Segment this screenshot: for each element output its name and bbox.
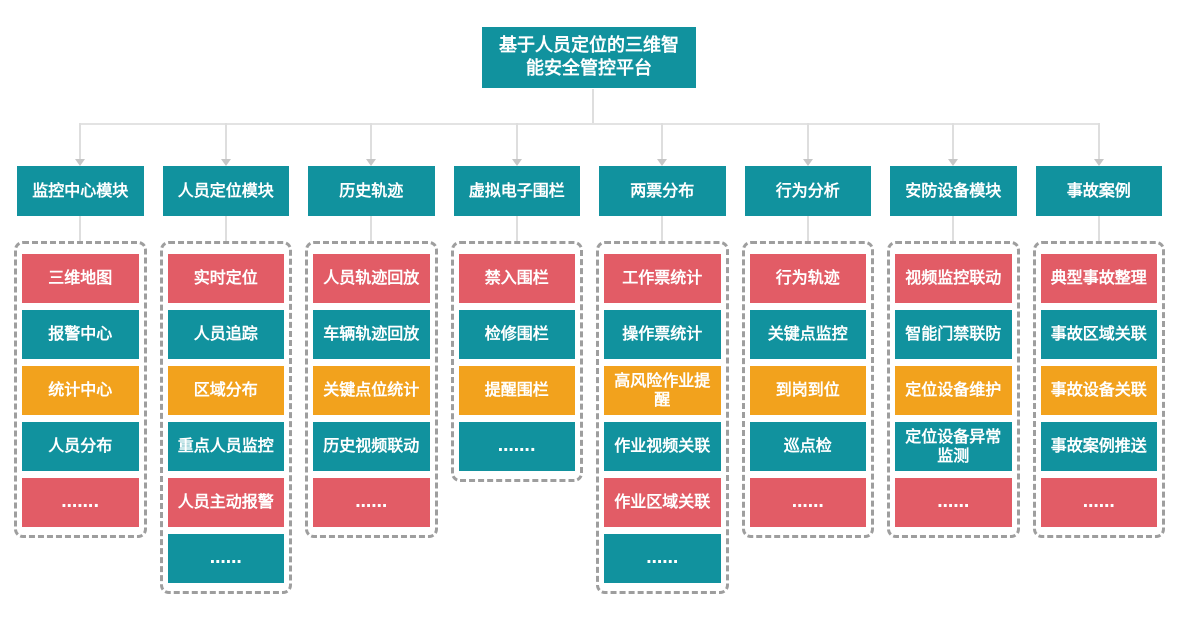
arrowhead-icon: [802, 159, 813, 166]
feature-item: 人员追踪: [167, 310, 284, 359]
header-link-connector: [370, 216, 373, 241]
down-arrow-connector: [1093, 123, 1104, 166]
module-column: 两票分布 工作票统计操作票统计高风险作业提醒作业视频关联作业区域关联 ……: [596, 123, 729, 594]
module-items-container: 行为轨迹关键点监控到岗到位巡点检 ……: [741, 241, 874, 538]
module-items-container: 人员轨迹回放车辆轨迹回放关键点位统计历史视频联动 ……: [305, 241, 438, 538]
module-items-container: 禁入围栏检修围栏提醒围栏 …….: [450, 241, 583, 482]
arrowhead-icon: [366, 159, 377, 166]
module-items-container: 工作票统计操作票统计高风险作业提醒作业视频关联作业区域关联 ……: [596, 241, 729, 594]
module-column: 人员定位模块 实时定位人员追踪区域分布重点人员监控人员主动报警 ……: [159, 123, 292, 594]
module-column: 行为分析 行为轨迹关键点监控到岗到位巡点检 ……: [741, 123, 874, 538]
feature-item: 作业视频关联: [604, 422, 721, 471]
down-arrow-connector: [366, 123, 377, 166]
arrowhead-icon: [511, 159, 522, 166]
feature-item: 实时定位: [167, 254, 284, 303]
down-arrow-connector: [657, 123, 668, 166]
header-link-connector: [952, 216, 955, 241]
feature-item: ……: [749, 478, 866, 527]
down-arrow-connector: [511, 123, 522, 166]
feature-item: 典型事故整理: [1040, 254, 1157, 303]
header-link-connector: [1097, 216, 1100, 241]
feature-item: 统计中心: [22, 366, 139, 415]
arrowhead-icon: [948, 159, 959, 166]
feature-item: 行为轨迹: [749, 254, 866, 303]
module-column: 监控中心模块 三维地图报警中心统计中心人员分布 …….: [14, 123, 147, 538]
columns-row: 监控中心模块 三维地图报警中心统计中心人员分布……. 人员定位模块 实时定位人员…: [14, 123, 1165, 594]
module-column: 历史轨迹 人员轨迹回放车辆轨迹回放关键点位统计历史视频联动 ……: [305, 123, 438, 538]
feature-item: ……: [167, 534, 284, 583]
feature-item: ……: [895, 478, 1012, 527]
feature-item: 报警中心: [22, 310, 139, 359]
module-header: 事故案例: [1035, 166, 1162, 216]
feature-item: 操作票统计: [604, 310, 721, 359]
header-link-connector: [661, 216, 664, 241]
feature-item: 关键点位统计: [313, 366, 430, 415]
feature-item: 巡点检: [749, 422, 866, 471]
feature-item: 定位设备异常监测: [895, 422, 1012, 471]
feature-item: 禁入围栏: [458, 254, 575, 303]
root-node: 基于人员定位的三维智能安全管控平台: [482, 27, 696, 88]
feature-item: 历史视频联动: [313, 422, 430, 471]
header-link-connector: [515, 216, 518, 241]
header-link-connector: [806, 216, 809, 241]
module-header: 人员定位模块: [162, 166, 289, 216]
down-arrow-connector: [75, 123, 86, 166]
feature-item: ……: [1040, 478, 1157, 527]
feature-item: 人员主动报警: [167, 478, 284, 527]
module-column: 安防设备模块 视频监控联动智能门禁联防定位设备维护定位设备异常监测 ……: [887, 123, 1020, 538]
arrowhead-icon: [220, 159, 231, 166]
feature-item: …….: [22, 478, 139, 527]
module-items-container: 典型事故整理事故区域关联事故设备关联事故案例推送 ……: [1032, 241, 1165, 538]
header-link-connector: [79, 216, 82, 241]
feature-item: 作业区域关联: [604, 478, 721, 527]
horizontal-connector-line: [80, 123, 1099, 125]
down-arrow-connector: [802, 123, 813, 166]
arrowhead-icon: [75, 159, 86, 166]
arrowhead-icon: [1093, 159, 1104, 166]
feature-item: 人员分布: [22, 422, 139, 471]
feature-item: 视频监控联动: [895, 254, 1012, 303]
arrowhead-icon: [657, 159, 668, 166]
feature-item: 事故区域关联: [1040, 310, 1157, 359]
feature-item: 到岗到位: [749, 366, 866, 415]
feature-item: 事故设备关联: [1040, 366, 1157, 415]
feature-item: 重点人员监控: [167, 422, 284, 471]
feature-item: ……: [604, 534, 721, 583]
module-column: 事故案例 典型事故整理事故区域关联事故设备关联事故案例推送 ……: [1032, 123, 1165, 538]
feature-item: 事故案例推送: [1040, 422, 1157, 471]
module-header: 监控中心模块: [17, 166, 144, 216]
module-header: 两票分布: [599, 166, 726, 216]
root-stem-connector: [592, 89, 594, 123]
down-arrow-connector: [948, 123, 959, 166]
module-header: 安防设备模块: [890, 166, 1017, 216]
module-items-container: 实时定位人员追踪区域分布重点人员监控人员主动报警 ……: [159, 241, 292, 594]
feature-item: 提醒围栏: [458, 366, 575, 415]
feature-item: 工作票统计: [604, 254, 721, 303]
header-link-connector: [224, 216, 227, 241]
feature-item: ……: [313, 478, 430, 527]
module-header: 行为分析: [744, 166, 871, 216]
feature-item: …….: [458, 422, 575, 471]
feature-item: 区域分布: [167, 366, 284, 415]
feature-item: 关键点监控: [749, 310, 866, 359]
module-items-container: 三维地图报警中心统计中心人员分布 …….: [14, 241, 147, 538]
feature-item: 三维地图: [22, 254, 139, 303]
feature-item: 定位设备维护: [895, 366, 1012, 415]
module-column: 虚拟电子围栏 禁入围栏检修围栏提醒围栏 …….: [450, 123, 583, 482]
feature-item: 车辆轨迹回放: [313, 310, 430, 359]
feature-item: 高风险作业提醒: [604, 366, 721, 415]
down-arrow-connector: [220, 123, 231, 166]
module-items-container: 视频监控联动智能门禁联防定位设备维护定位设备异常监测 ……: [887, 241, 1020, 538]
module-header: 历史轨迹: [308, 166, 435, 216]
feature-item: 检修围栏: [458, 310, 575, 359]
module-header: 虚拟电子围栏: [453, 166, 580, 216]
feature-item: 人员轨迹回放: [313, 254, 430, 303]
feature-item: 智能门禁联防: [895, 310, 1012, 359]
